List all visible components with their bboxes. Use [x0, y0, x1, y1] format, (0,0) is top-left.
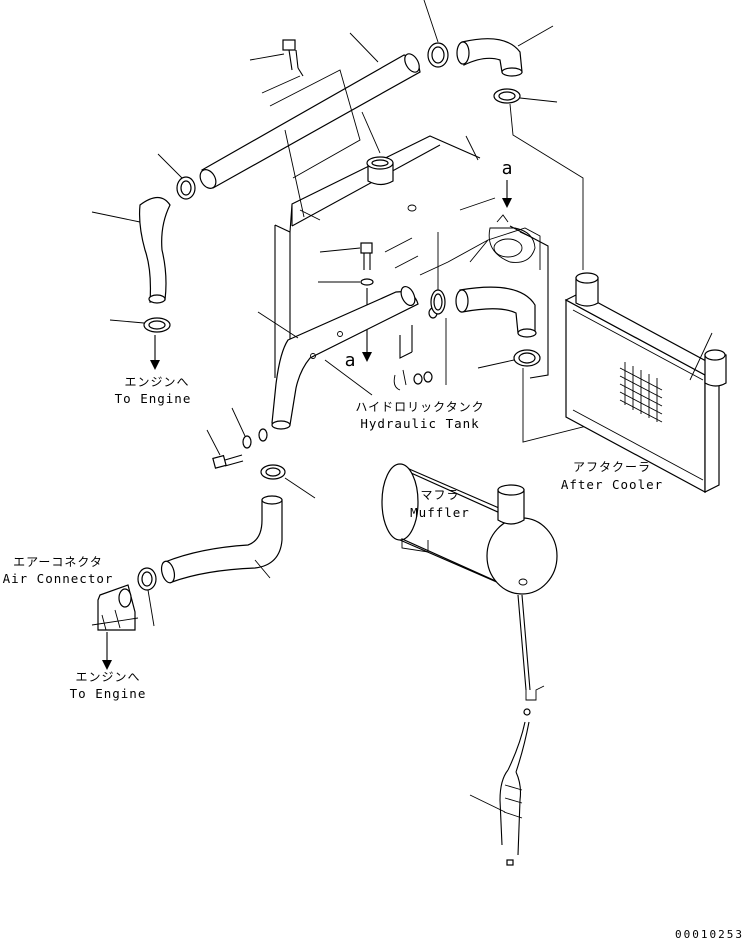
- clamp-top-a: [423, 0, 449, 68]
- lower-long-hose: [160, 495, 283, 584]
- bolt-lower: [206, 407, 268, 469]
- label-airconn-en: Air Connector: [3, 571, 114, 586]
- center-elbow-hose: [455, 286, 537, 338]
- muffler: [381, 463, 558, 595]
- label-hydraulic-jp: ハイドロリックタンク: [355, 400, 484, 414]
- after-cooler: [564, 272, 727, 494]
- ref-a-top-arrow: [502, 180, 512, 208]
- leader-hydraulic: [324, 359, 373, 396]
- label-aftercooler-en: After Cooler: [561, 477, 663, 492]
- hydraulic-tank: [274, 135, 549, 380]
- small-clips: [393, 318, 447, 391]
- leader-upper-pipe: [349, 32, 379, 63]
- label-hydraulic-en: Hydraulic Tank: [360, 416, 479, 431]
- label-airconn-jp: エアーコネクタ: [13, 555, 103, 569]
- label-engine-1-jp: エンジンへ: [124, 375, 189, 389]
- air-connector: [91, 584, 139, 670]
- label-aftercooler-jp: アフタクーラ: [573, 460, 651, 474]
- label-muffler-jp: マフラ: [420, 488, 459, 502]
- label-engine-1-en: To Engine: [115, 391, 192, 406]
- label-ref-a-mid: a: [345, 350, 356, 371]
- clamp-lower-left: [137, 567, 157, 627]
- drain-tube: [469, 594, 545, 866]
- label-engine-2-jp: エンジンへ: [75, 670, 140, 684]
- leader-bracket: [284, 129, 305, 218]
- upper-intake-pipe: [199, 53, 421, 189]
- clamp-left: [176, 176, 196, 200]
- clamp-lower-center: [260, 464, 316, 499]
- label-engine-2-en: To Engine: [70, 686, 147, 701]
- clamp-right-middle: [477, 349, 541, 369]
- elbow-hose-top: [456, 25, 554, 77]
- fitting-small: [428, 232, 446, 319]
- bolt-top: [249, 39, 304, 94]
- leader-clamp-left: [157, 153, 183, 179]
- label-muffler-en: Muffler: [410, 505, 470, 520]
- core-mesh: [619, 362, 663, 423]
- clamp-left-lower: [109, 317, 171, 370]
- clamp-top-b: [493, 88, 558, 104]
- bracket-outline: [269, 69, 361, 179]
- left-bent-hose: [91, 196, 171, 304]
- label-ref-a-top: a: [502, 158, 513, 179]
- leader-cooler-top: [509, 103, 584, 270]
- main-intake-pipe: [257, 285, 419, 430]
- filler-cap: [361, 111, 394, 186]
- drawing-number: 00010253: [675, 928, 744, 941]
